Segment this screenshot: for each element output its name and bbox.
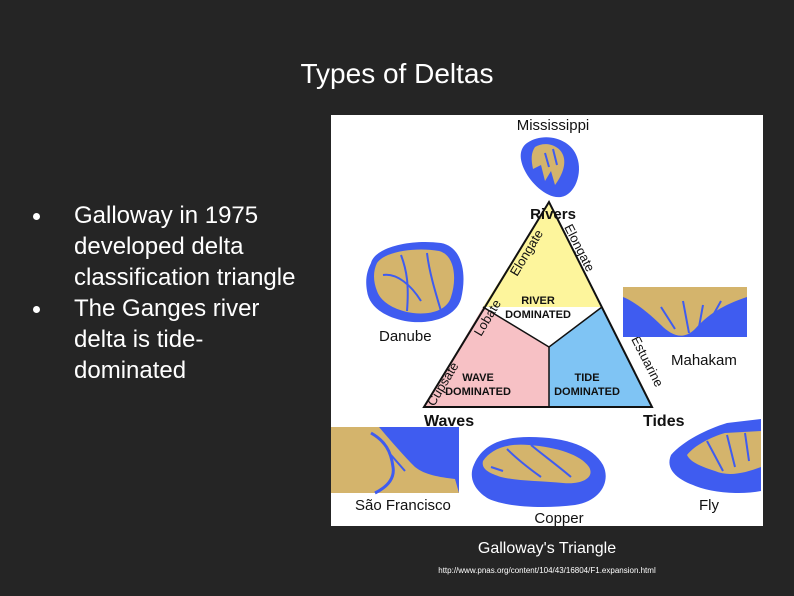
slide-title: Types of Deltas [300,58,494,89]
bullet-list: Galloway in 1975 developed delta classif… [30,200,300,386]
sao-francisco-delta-map [331,427,459,495]
bullet-item: The Ganges river delta is tide-dominated [30,293,300,386]
source-url: http://www.pnas.org/content/104/43/16804… [438,566,656,575]
mahakam-delta-map [623,287,747,337]
bullet-dot-icon [33,213,40,220]
delta-label-fly: Fly [699,497,719,514]
bullet-text: The Ganges river delta is tide-dominated [74,295,260,384]
river-dominated-region [483,202,602,307]
delta-label-danube: Danube [379,328,432,345]
tide-dominated-region [549,307,652,407]
vertex-label-rivers: Rivers [530,206,576,223]
bullet-item: Galloway in 1975 developed delta classif… [30,200,300,293]
vertex-label-waves: Waves [424,413,474,430]
fly-delta-map [669,419,761,493]
wave-dominated-region [424,307,549,407]
danube-delta-map [366,241,464,323]
delta-label-copper: Copper [534,510,583,526]
delta-label-sao-francisco: São Francisco [355,497,451,514]
bullet-dot-icon [33,306,40,313]
figure-caption: Galloway's Triangle [477,540,617,557]
delta-label-mahakam: Mahakam [671,352,737,369]
vertex-label-tides: Tides [643,413,685,430]
bullet-text: Galloway in 1975 developed delta classif… [74,202,296,291]
copper-delta-map [471,437,606,507]
delta-label-mississippi: Mississippi [517,117,590,134]
mississippi-delta-map [520,137,580,198]
triangle-outline [422,199,654,408]
